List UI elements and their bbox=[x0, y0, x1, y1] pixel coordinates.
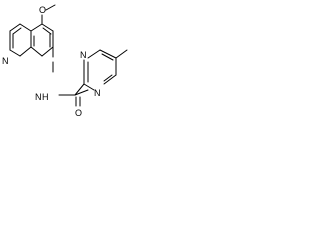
quinoline-right-ring bbox=[30, 23, 54, 57]
amide-linkage bbox=[52, 46, 89, 107]
double-bond-line bbox=[42, 27, 52, 35]
atom-label-quinoline-nitrogen: N bbox=[2, 56, 9, 66]
methyl-bond bbox=[115, 49, 128, 59]
bond bbox=[83, 83, 95, 91]
methoxy-group bbox=[41, 4, 56, 25]
bond bbox=[74, 83, 85, 96]
atom-label-pyrazine-nitrogen-top: N bbox=[80, 50, 87, 60]
atom-label-amide-nitrogen: N bbox=[35, 92, 42, 102]
bond bbox=[9, 23, 21, 32]
quinoline-left-ring bbox=[9, 23, 32, 57]
atom-label-methoxy-oxygen: O bbox=[39, 5, 46, 15]
molecule-diagram: O N N H O N N bbox=[0, 0, 139, 126]
bond bbox=[103, 74, 117, 85]
pyrazine-ring bbox=[83, 49, 128, 91]
double-bond-line bbox=[103, 74, 113, 82]
bond bbox=[41, 23, 54, 32]
double-bond-line bbox=[101, 53, 114, 61]
bond bbox=[19, 23, 32, 32]
atom-label-pyrazine-nitrogen-bottom: N bbox=[94, 88, 101, 98]
bond bbox=[74, 89, 89, 96]
atom-label-carbonyl-oxygen: O bbox=[75, 108, 82, 118]
molecule-svg: O N N H O N N bbox=[2, 4, 128, 118]
double-bond-line bbox=[12, 27, 22, 35]
bond bbox=[41, 46, 54, 57]
bond bbox=[99, 49, 117, 59]
bond bbox=[45, 4, 56, 11]
bond bbox=[30, 23, 43, 32]
atom-label-amide-hydrogen: H bbox=[42, 92, 49, 102]
bond bbox=[9, 49, 21, 57]
bond bbox=[30, 46, 43, 57]
bond bbox=[19, 46, 32, 57]
bond bbox=[87, 49, 101, 59]
